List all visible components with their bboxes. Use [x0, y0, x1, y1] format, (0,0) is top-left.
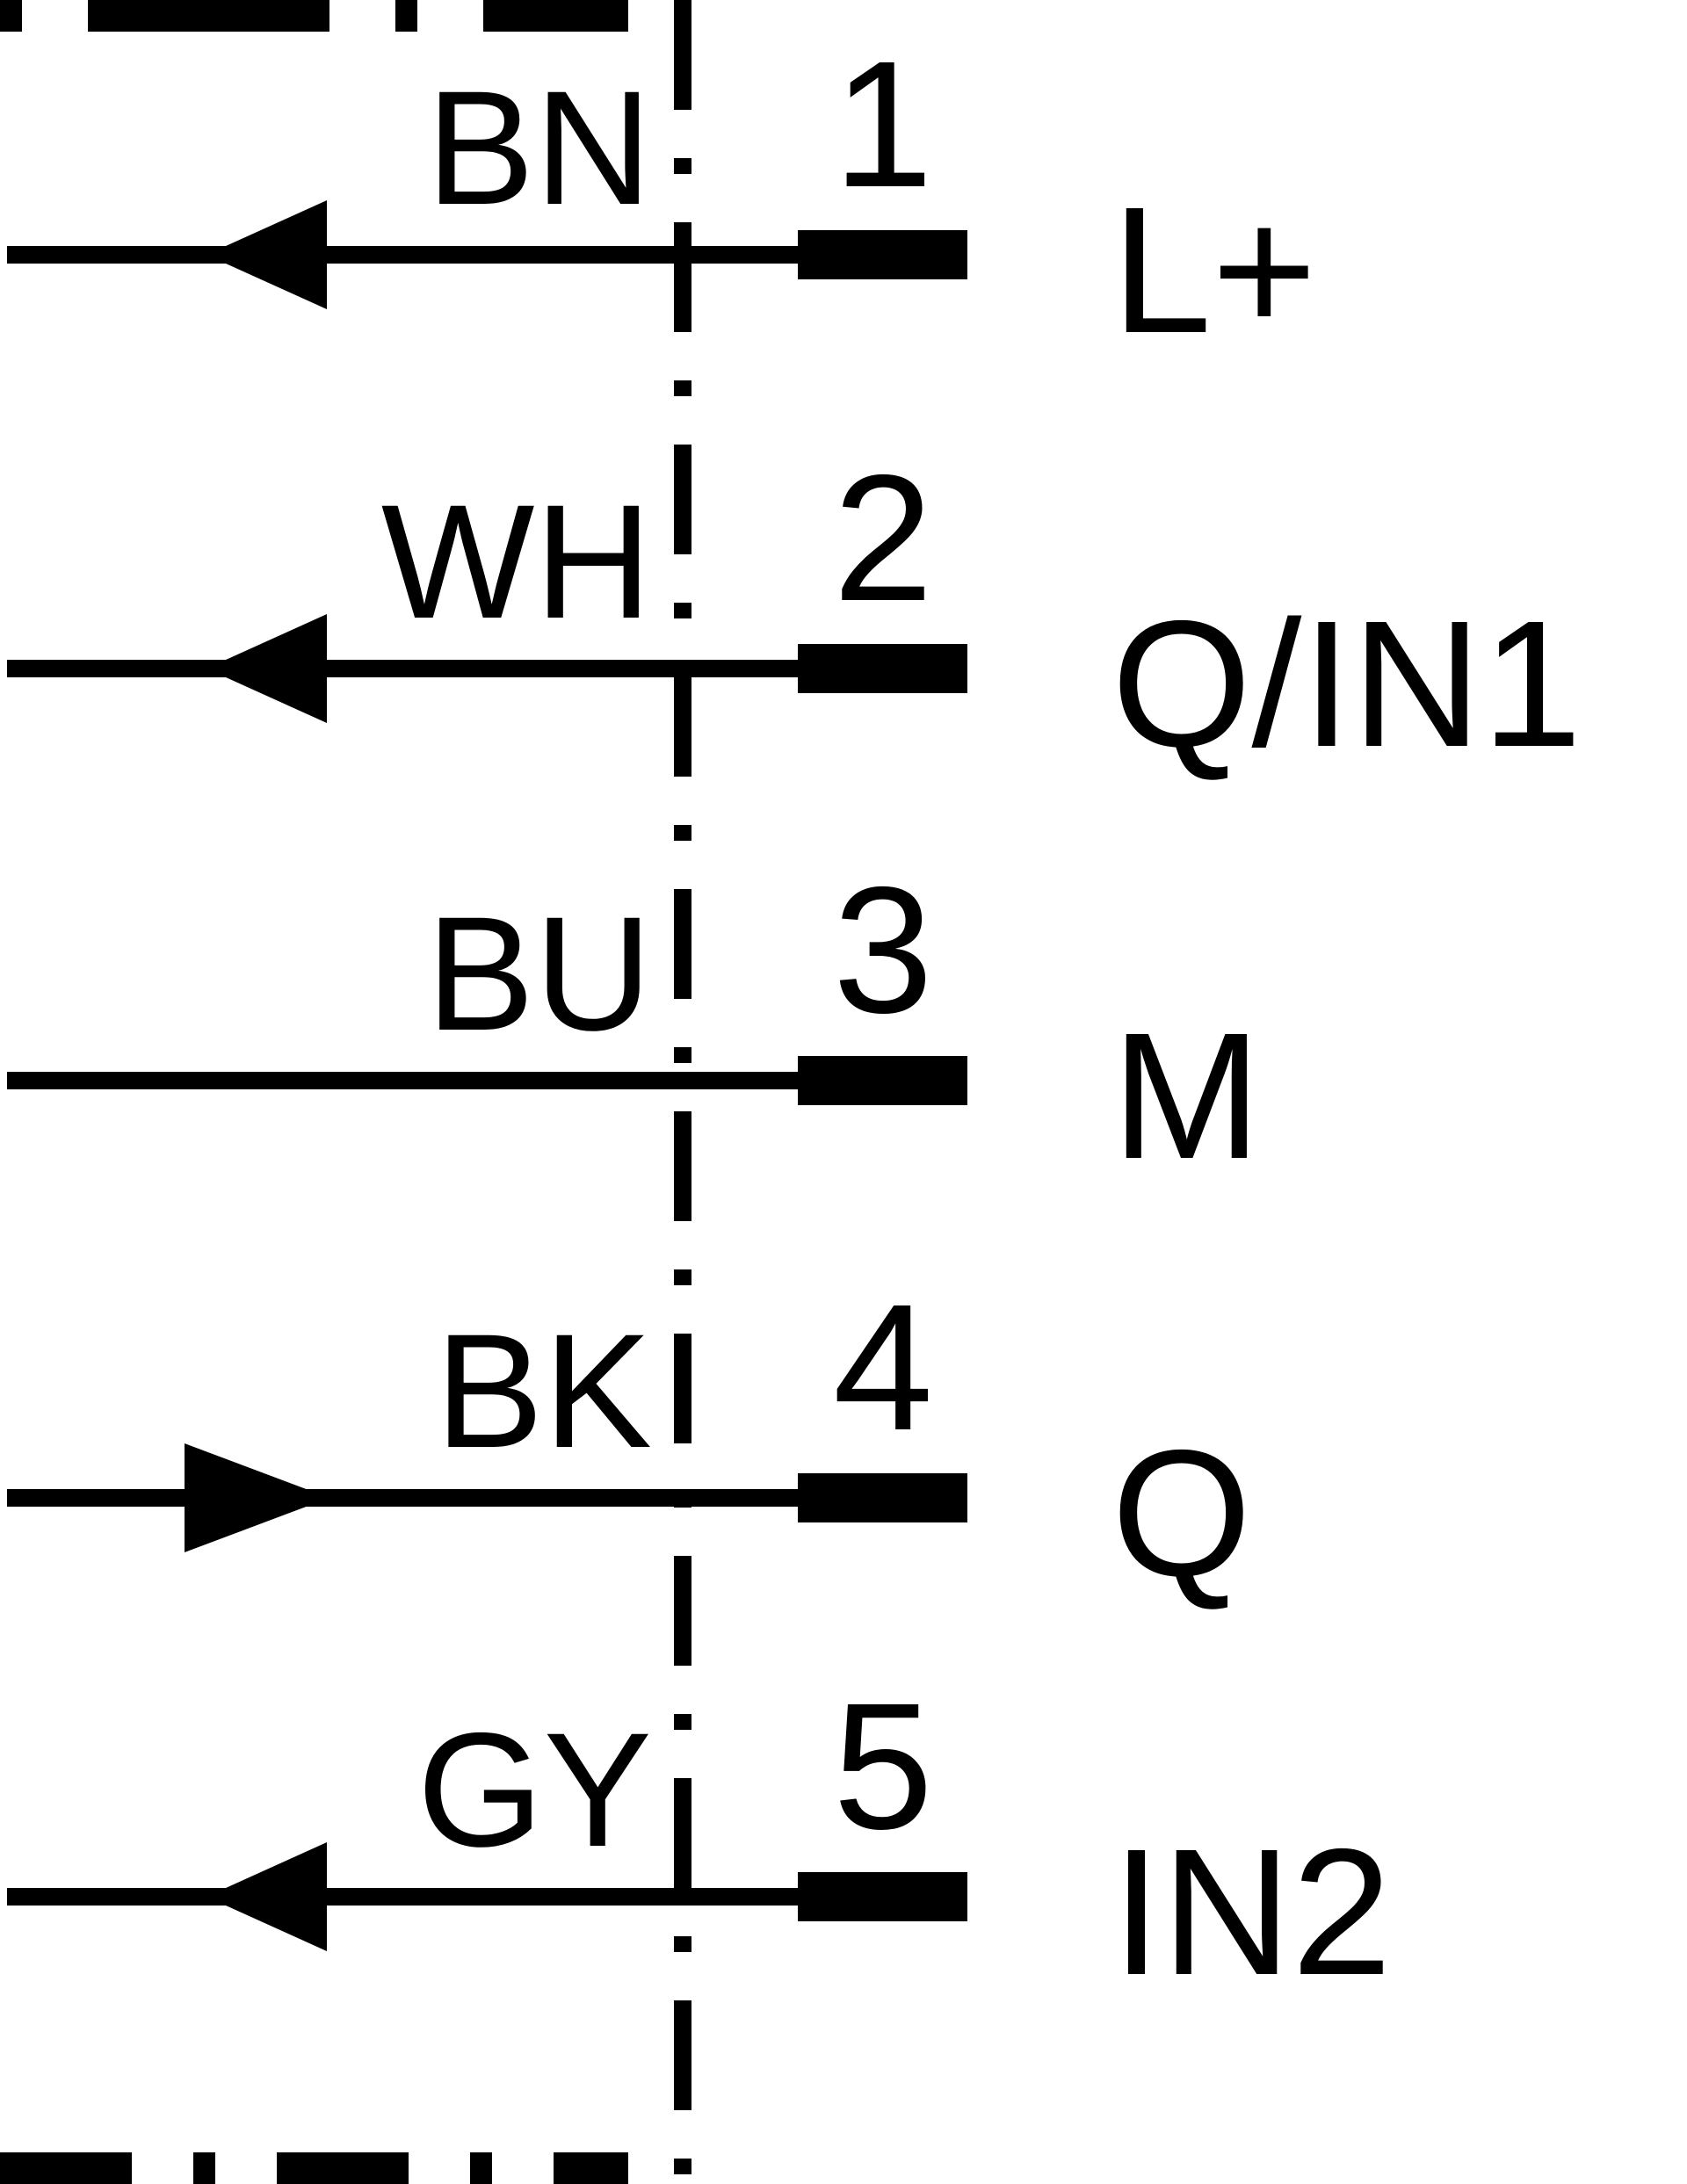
pin-number-label: 1 — [833, 24, 933, 225]
signal-label: M — [1111, 995, 1262, 1197]
pin-number-label: 4 — [833, 1267, 933, 1468]
terminal-pin-icon — [798, 1056, 967, 1105]
wire-color-label: WH — [381, 472, 652, 653]
wire-color-label: BK — [435, 1301, 652, 1482]
arrow-left-icon — [206, 1842, 327, 1951]
arrow-left-icon — [206, 200, 327, 309]
terminal-pin-icon — [798, 230, 967, 279]
wire-row: BU 3 M — [7, 850, 1262, 1197]
wire-color-label: BN — [426, 58, 652, 239]
terminal-pin-icon — [798, 1872, 967, 1921]
signal-label: Q — [1111, 1413, 1251, 1614]
wire-row: BK 4 Q — [7, 1267, 1251, 1614]
wire-row: GY 5 IN2 — [7, 1666, 1392, 2013]
arrow-left-icon — [206, 614, 327, 723]
terminal-pin-icon — [798, 1473, 967, 1522]
wire-color-label: GY — [417, 1700, 652, 1881]
signal-label: IN2 — [1111, 1812, 1392, 2013]
pin-number-label: 5 — [833, 1666, 933, 1867]
wire-row: WH 2 Q/IN1 — [7, 438, 1582, 785]
pin-number-label: 3 — [833, 850, 933, 1051]
pin-number-label: 2 — [833, 438, 933, 639]
wire-row: BN 1 L+ — [7, 24, 1317, 371]
wire-color-label: BU — [426, 884, 652, 1065]
signal-label: L+ — [1111, 170, 1317, 371]
arrow-right-icon — [185, 1443, 329, 1552]
signal-label: Q/IN1 — [1111, 583, 1582, 785]
terminal-pin-icon — [798, 644, 967, 693]
